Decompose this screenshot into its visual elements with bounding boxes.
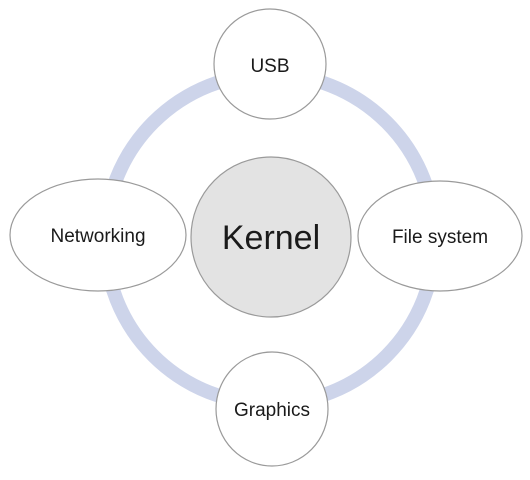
center-node-kernel: Kernel [190,156,352,318]
node-usb-shape [213,8,327,120]
node-usb: USB [213,8,327,120]
center-node-shape [190,156,352,318]
center-node-label: Kernel [222,219,320,257]
node-graphics: Graphics [215,351,329,467]
node-networking: Networking [9,178,187,292]
node-file-system-label: File system [392,227,488,248]
node-networking-label: Networking [50,226,145,247]
node-file-system: File system [357,180,523,292]
node-file-system-shape [357,180,523,292]
node-usb-label: USB [250,56,289,77]
node-graphics-shape [215,351,329,467]
node-graphics-label: Graphics [234,400,310,421]
node-networking-shape [9,178,187,292]
